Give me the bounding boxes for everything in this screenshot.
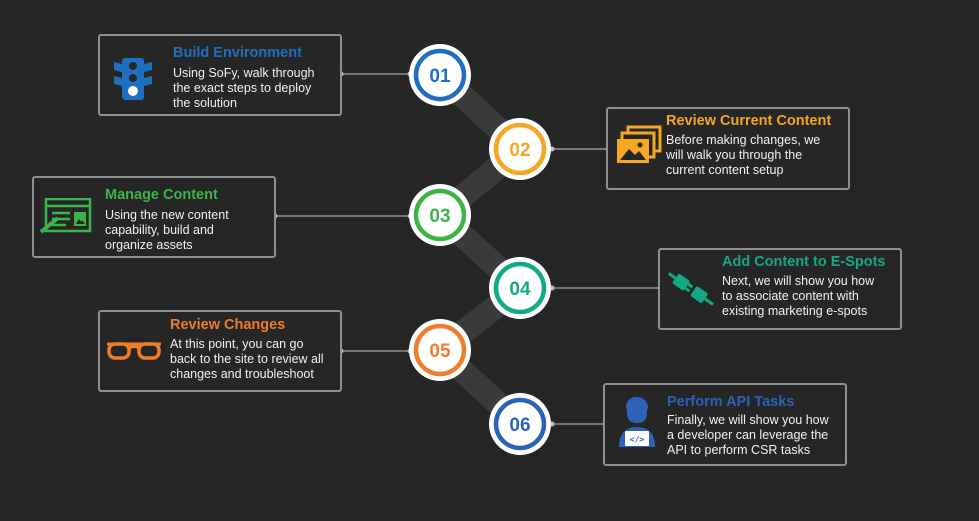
step-circle-colored-ring: [413, 48, 467, 102]
step-number: 02: [509, 140, 530, 161]
step-circle-02: 02: [489, 118, 551, 180]
step-description: Finally, we will show you how a develope…: [667, 413, 829, 457]
step-card-review-current-content: Review Current Content Before making cha…: [606, 107, 850, 190]
step-title: Manage Content: [105, 187, 218, 203]
step-card-review-changes: Review Changes At this point, you can go…: [98, 310, 342, 392]
step-card-perform-api-tasks: </> Perform API Tasks Finally, we will s…: [603, 383, 847, 466]
step-circle-04: 04: [489, 257, 551, 319]
step-card-build-environment: Build Environment Using SoFy, walk throu…: [98, 34, 342, 116]
step-number: 04: [509, 279, 531, 300]
step-circle-colored-ring: [413, 188, 467, 242]
svg-text:</>: </>: [630, 435, 645, 444]
step-circle-colored-ring: [493, 397, 547, 451]
step-title: Build Environment: [173, 45, 302, 61]
image-gallery-icon: [616, 125, 662, 170]
step-circle-colored-ring: [493, 122, 547, 176]
step-description: Next, we will show you how to associate …: [722, 274, 875, 318]
content-editor-icon: [39, 197, 92, 239]
step-title: Add Content to E-Spots: [722, 254, 886, 270]
step-title: Perform API Tasks: [667, 394, 795, 410]
plug-icon: [668, 268, 714, 315]
step-description: At this point, you can go back to the si…: [170, 337, 324, 381]
step-number: 01: [429, 66, 451, 87]
step-description: Using the new content capability, build …: [105, 208, 229, 252]
developer-icon: </>: [617, 397, 657, 454]
step-card-add-content-to-espots: Add Content to E-Spots Next, we will sho…: [658, 248, 902, 330]
step-circle-06: 06: [489, 393, 551, 455]
glasses-icon: [106, 340, 162, 369]
step-circles: 01 02 03 04 05 06: [409, 44, 551, 455]
step-title: Review Current Content: [666, 113, 832, 129]
step-circle-01: 01: [409, 44, 471, 106]
step-description: Before making changes, we will walk you …: [666, 133, 821, 177]
step-circle-colored-ring: [413, 323, 467, 377]
step-description: Using SoFy, walk through the exact steps…: [173, 66, 315, 110]
step-number: 03: [429, 206, 450, 227]
step-title: Review Changes: [170, 317, 286, 333]
step-circle-05: 05: [409, 319, 471, 381]
traffic-light-icon: [112, 56, 154, 107]
step-card-manage-content: Manage Content Using the new content cap…: [32, 176, 276, 258]
step-number: 05: [429, 341, 451, 362]
step-circle-03: 03: [409, 184, 471, 246]
step-circle-colored-ring: [493, 261, 547, 315]
step-number: 06: [509, 415, 530, 436]
